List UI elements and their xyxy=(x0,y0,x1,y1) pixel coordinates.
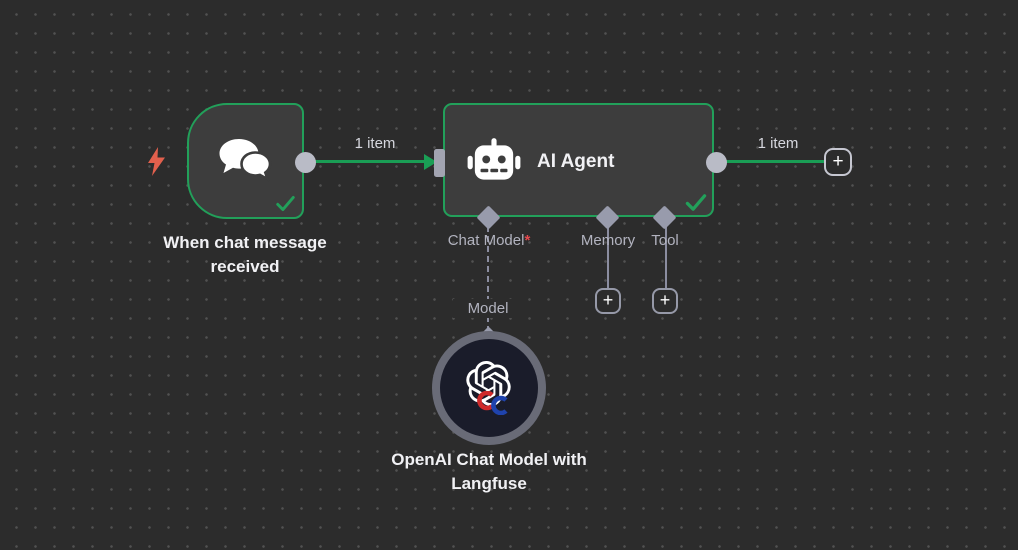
node-chat-trigger[interactable] xyxy=(187,103,304,219)
robot-icon xyxy=(467,138,521,180)
agent-port-chat-model-label: Chat Model* xyxy=(429,232,549,249)
openai-icon xyxy=(466,361,511,406)
wire-label-trigger-to-agent: 1 item xyxy=(354,135,396,152)
trigger-output-endpoint[interactable] xyxy=(295,151,316,173)
wire-chat-model-dashed[interactable] xyxy=(487,226,489,332)
node-ai-agent[interactable]: AI Agent xyxy=(443,103,714,217)
wire-memory[interactable] xyxy=(607,226,610,289)
wire-label-agent-output: 1 item xyxy=(757,135,799,152)
add-next-node-button[interactable]: + xyxy=(824,148,852,176)
success-check-icon xyxy=(276,195,295,212)
agent-node-title: AI Agent xyxy=(537,151,615,172)
agent-input-endpoint[interactable] xyxy=(434,149,445,177)
trigger-node-label: When chat message received xyxy=(163,233,327,276)
model-wire-label: Model xyxy=(453,299,523,318)
wire-trigger-to-agent[interactable] xyxy=(305,160,425,163)
agent-port-memory-label: Memory xyxy=(580,232,636,249)
chat-bubbles-icon xyxy=(219,139,272,182)
langfuse-icon xyxy=(477,391,508,415)
wire-arrowhead-icon xyxy=(424,153,437,170)
add-memory-button[interactable]: + xyxy=(595,288,621,314)
model-node-label: OpenAI Chat Model with Langfuse xyxy=(391,450,587,493)
agent-port-tool-label: Tool xyxy=(651,232,679,249)
wire-agent-output[interactable] xyxy=(717,160,825,163)
node-openai-chat-model[interactable] xyxy=(432,331,546,445)
add-tool-button[interactable]: + xyxy=(652,288,678,314)
agent-port-chat-model-text: Chat Model xyxy=(447,232,525,249)
success-check-icon xyxy=(685,194,707,211)
trigger-bolt-icon xyxy=(148,147,165,176)
wire-tool[interactable] xyxy=(664,226,667,289)
agent-output-endpoint[interactable] xyxy=(706,151,727,173)
required-asterisk: * xyxy=(524,232,531,249)
